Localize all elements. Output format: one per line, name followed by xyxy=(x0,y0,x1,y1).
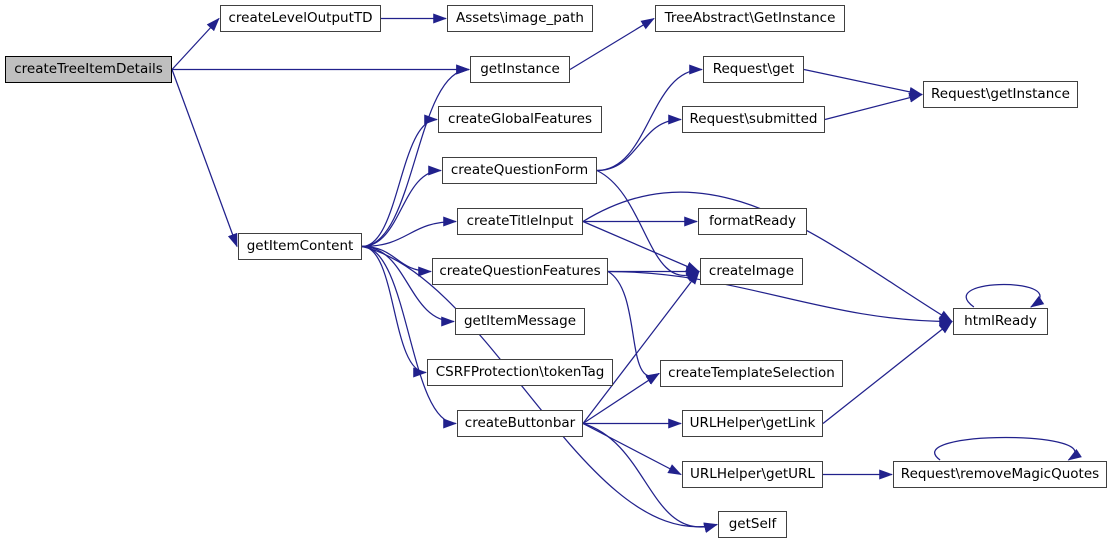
node-htmlReady[interactable]: htmlReady xyxy=(953,308,1048,335)
node-createImage[interactable]: createImage xyxy=(700,258,803,285)
node-createLevelOutputTD[interactable]: createLevelOutputTD xyxy=(220,5,381,32)
node-assets_image_path[interactable]: Assets\image_path xyxy=(447,5,593,32)
node-createButtonbar[interactable]: createButtonbar xyxy=(457,410,583,437)
node-csrfprotection_tokentag[interactable]: CSRFProtection\tokenTag xyxy=(427,359,613,386)
node-request_get[interactable]: Request\get xyxy=(703,56,804,83)
edge-getItemContent-to-createQuestionForm xyxy=(361,165,442,248)
edge-htmlReady-to-htmlReady xyxy=(965,283,1045,308)
edge-createQuestionForm-to-createImage xyxy=(596,169,700,282)
node-getSelf[interactable]: getSelf xyxy=(718,511,787,538)
edge-createTreeItemDetails-to-createLevelOutputTD xyxy=(171,17,220,70)
node-createTemplateSelection[interactable]: createTemplateSelection xyxy=(660,360,843,387)
edge-createQuestionForm-to-request_submitted xyxy=(596,114,682,172)
edge-createQuestionForm-to-request_get xyxy=(596,64,703,172)
edge-request_removemagicquotes-to-request_removemagicquotes xyxy=(934,436,1082,461)
edge-createTreeItemDetails-to-getItemContent xyxy=(171,69,238,248)
node-createTitleInput[interactable]: createTitleInput xyxy=(457,208,583,235)
edge-request_get-to-request_getinstance xyxy=(803,68,923,97)
edge-getItemContent-to-getItemMessage xyxy=(361,245,455,327)
node-request_submitted[interactable]: Request\submitted xyxy=(682,106,825,133)
edge-getItemContent-to-getInstance xyxy=(361,64,470,248)
edge-createQuestionFeatures-to-htmlReady xyxy=(607,270,953,327)
edge-createButtonbar-to-createTemplateSelection xyxy=(582,372,660,425)
edge-getItemContent-to-getSelf xyxy=(361,245,718,533)
node-request_getinstance[interactable]: Request\getInstance xyxy=(923,81,1078,108)
node-treeabstract_getinstance[interactable]: TreeAbstract\GetInstance xyxy=(655,5,845,32)
node-createTreeItemDetails[interactable]: createTreeItemDetails xyxy=(5,56,172,83)
node-createGlobalFeatures[interactable]: createGlobalFeatures xyxy=(438,106,602,133)
edge-getInstance-to-treeabstract_getinstance xyxy=(569,17,655,71)
edge-createTitleInput-to-createImage xyxy=(582,220,700,273)
edge-getItemContent-to-csrfprotection_tokentag xyxy=(361,245,427,378)
node-urlhelper_getlink[interactable]: URLHelper\getLink xyxy=(682,410,823,437)
edge-urlhelper_getlink-to-htmlReady xyxy=(822,320,953,424)
edge-getItemContent-to-createGlobalFeatures xyxy=(361,114,438,248)
node-getItemContent[interactable]: getItemContent xyxy=(238,233,362,260)
edge-getItemContent-to-createTitleInput xyxy=(361,216,457,248)
node-createQuestionForm[interactable]: createQuestionForm xyxy=(442,157,597,184)
node-getItemMessage[interactable]: getItemMessage xyxy=(455,308,585,335)
edge-request_submitted-to-request_getinstance xyxy=(824,92,923,121)
edge-createButtonbar-to-createImage xyxy=(582,270,700,424)
node-getInstance[interactable]: getInstance xyxy=(470,56,570,83)
edge-getItemContent-to-createButtonbar xyxy=(361,245,457,429)
node-request_removemagicquotes[interactable]: Request\removeMagicQuotes xyxy=(893,461,1107,488)
node-urlhelper_geturl[interactable]: URLHelper\getURL xyxy=(682,461,823,488)
node-createQuestionFeatures[interactable]: createQuestionFeatures xyxy=(432,258,608,285)
edge-createQuestionFeatures-to-createTemplateSelection xyxy=(607,270,660,385)
edge-createButtonbar-to-getSelf xyxy=(582,422,718,533)
node-formatReady[interactable]: formatReady xyxy=(698,208,807,235)
edge-createButtonbar-to-urlhelper_geturl xyxy=(582,422,682,476)
